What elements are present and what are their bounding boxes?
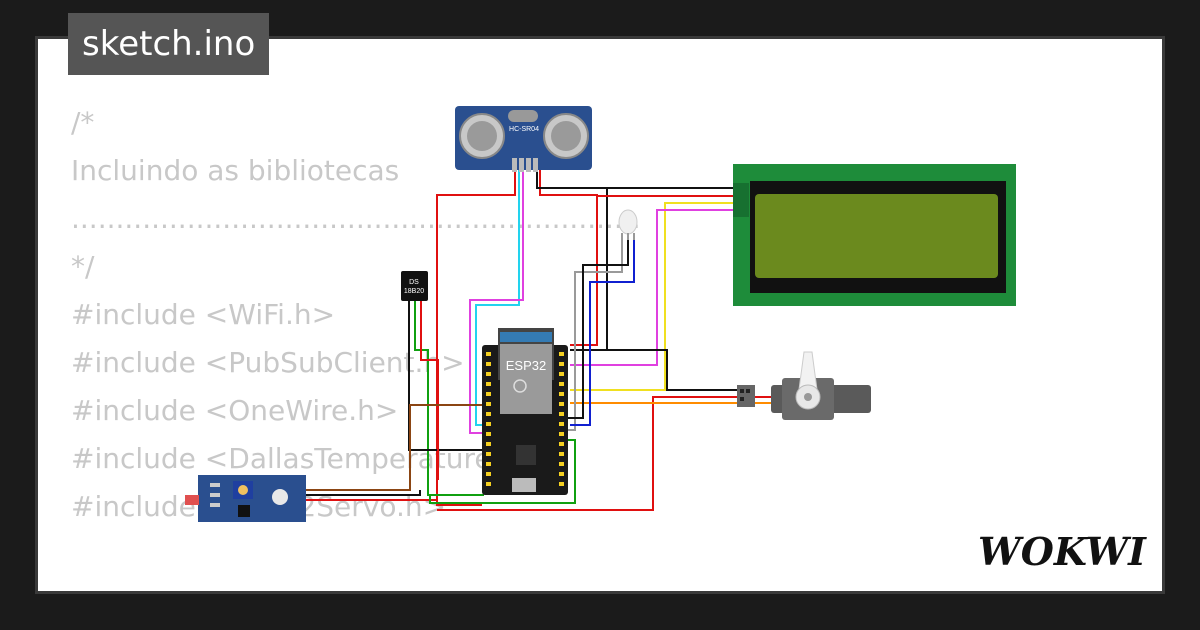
ds-label-1: DS bbox=[409, 279, 419, 286]
code-line: /* bbox=[71, 106, 95, 139]
esp32-board[interactable]: ESP32 bbox=[482, 328, 568, 495]
wokwi-logo: WOKWI bbox=[978, 529, 1147, 574]
wire-yellow-sda[interactable] bbox=[570, 202, 735, 391]
temperature-sensor[interactable]: DS 18B20 bbox=[401, 271, 428, 301]
wire-black-servo[interactable] bbox=[570, 349, 738, 391]
wires bbox=[300, 170, 778, 511]
code-line: ........................................… bbox=[71, 202, 641, 235]
wire-brown-ldr[interactable] bbox=[300, 404, 484, 491]
wire-blue-led[interactable] bbox=[570, 235, 635, 426]
wire-red-servo[interactable] bbox=[437, 396, 778, 511]
wire-black-led[interactable] bbox=[565, 235, 629, 419]
wire-gray-led[interactable] bbox=[565, 235, 623, 431]
code-line: #include <OneWire.h> bbox=[71, 394, 399, 427]
ds-label-2: 18B20 bbox=[404, 288, 424, 295]
code-line: */ bbox=[71, 250, 95, 283]
photoresistor-module[interactable] bbox=[185, 475, 306, 522]
brand-name: WOKWI bbox=[978, 529, 1147, 574]
wire-black-ldr[interactable] bbox=[300, 490, 421, 496]
wire-red-right[interactable] bbox=[539, 170, 598, 346]
rgb-led[interactable] bbox=[618, 209, 638, 240]
servo-motor[interactable] bbox=[737, 351, 871, 420]
wire-magenta-scl[interactable] bbox=[570, 209, 735, 366]
file-tab[interactable]: sketch.ino bbox=[68, 13, 270, 75]
wire-red-ds[interactable] bbox=[420, 300, 439, 480]
wire-black-lcd[interactable] bbox=[570, 187, 735, 351]
esp32-label: ESP32 bbox=[506, 358, 546, 373]
code-line: #include <WiFi.h> bbox=[71, 298, 336, 331]
lcd-display[interactable] bbox=[733, 164, 1016, 306]
ultrasonic-label: HC-SR04 bbox=[509, 126, 539, 133]
code-line: #include <LiquidCrystal_I2C.h> bbox=[71, 579, 641, 591]
ultrasonic-sensor[interactable]: HC-SR04 bbox=[455, 106, 592, 172]
code-line: Incluindo as bibliotecas bbox=[71, 154, 400, 187]
wire-red-vcc[interactable] bbox=[436, 170, 516, 506]
wire-black-gnd[interactable] bbox=[536, 170, 735, 189]
wire-magenta-echo[interactable] bbox=[469, 170, 524, 434]
wire-cyan-trig[interactable] bbox=[475, 170, 520, 426]
wire-green-ds[interactable] bbox=[414, 300, 484, 496]
wire-green-ldr[interactable] bbox=[429, 439, 576, 504]
